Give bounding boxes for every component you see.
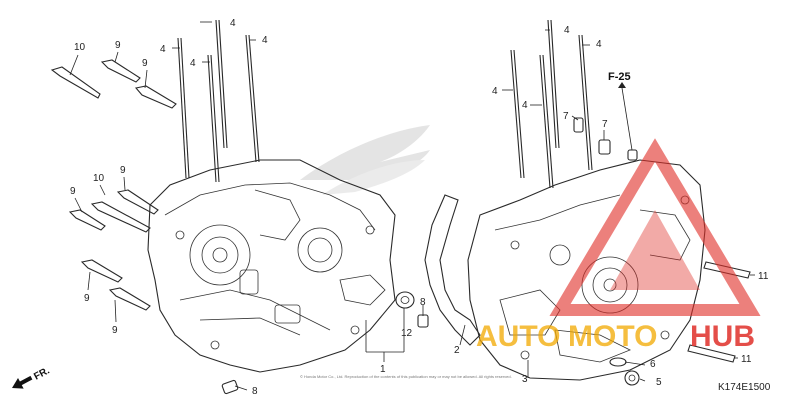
reference-label: F-25 [608,71,631,83]
callout-12: 12 [401,328,413,339]
dowel-pin-right [417,314,429,328]
callout-4f: 4 [522,100,528,111]
callout-9c: 9 [120,165,126,176]
callout-10b: 10 [93,173,105,184]
leader-lines [69,21,755,391]
callout-8a: 8 [420,297,426,308]
callout-1: 1 [380,364,386,375]
copyright-line: © Honda Motor Co., Ltd. Reproduction of … [300,374,512,379]
callout-8b: 8 [252,386,258,397]
reference-arrowhead [618,82,626,88]
left-bolts [50,59,177,311]
callout-9d: 9 [70,186,76,197]
watermark-brand-hub: HUB [690,320,755,353]
callout-9a: 9 [115,40,121,51]
right-studs [510,19,593,189]
callout-4e: 4 [492,86,498,97]
wing-emblem [300,125,430,195]
callout-9e: 9 [84,293,90,304]
right-dowels [573,117,638,161]
left-crankcase [147,159,396,373]
figure-code: K174E1500 [718,382,771,393]
callout-11b: 11 [741,354,752,365]
dowel-pin-bottom [221,379,239,395]
oil-seal [395,291,415,309]
callout-11a: 11 [758,271,769,282]
callout-9b: 9 [142,58,148,69]
callout-7a: 7 [563,111,569,122]
callout-4b: 4 [160,44,166,55]
watermark-brand-moto: MOTO [568,320,657,353]
front-direction-arrow [12,375,33,389]
watermark-logo [549,138,761,316]
front-indicator: FR. [32,365,52,382]
callouts: 1 2 3 4 4 4 4 4 4 4 4 5 6 7 7 8 8 9 9 9 … [70,18,769,397]
callout-6: 6 [650,359,656,370]
callout-2: 2 [454,345,460,356]
watermark-brand-auto: AUTO [476,320,560,353]
callout-9f: 9 [112,325,118,336]
callout-7b: 7 [602,119,608,130]
callout-4h: 4 [596,39,602,50]
callout-5: 5 [656,377,662,388]
callout-4d: 4 [262,35,268,46]
left-studs [177,19,260,183]
callout-4a: 4 [230,18,236,29]
callout-3: 3 [522,374,528,385]
callout-4g: 4 [564,25,570,36]
gasket [424,194,481,346]
callout-4c: 4 [190,58,196,69]
callout-10a: 10 [74,42,86,53]
